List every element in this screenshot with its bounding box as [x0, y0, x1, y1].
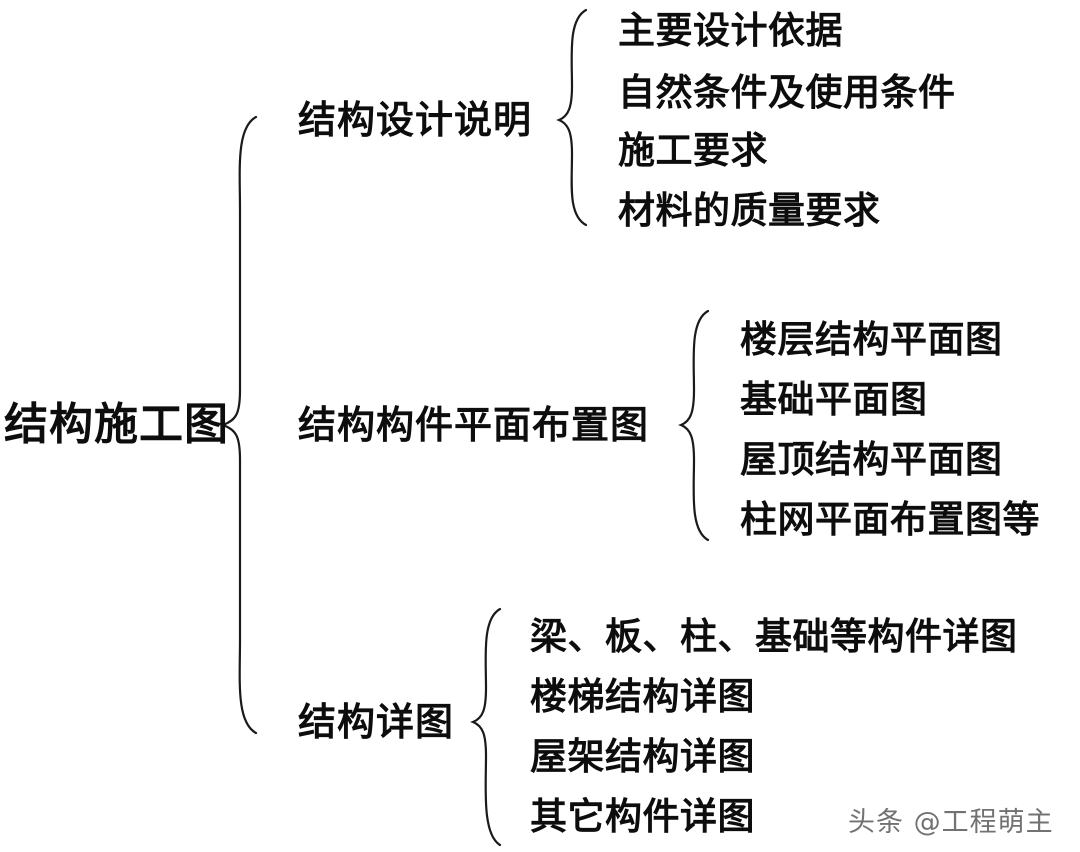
leaf-node: 其它构件详图 [530, 794, 755, 838]
leaf-node: 主要设计依据 [618, 8, 843, 52]
branch-2-brace [678, 309, 710, 542]
leaf-node: 楼梯结构详图 [530, 674, 755, 718]
leaf-node: 楼层结构平面图 [740, 317, 1003, 361]
leaf-node: 材料的质量要求 [618, 188, 881, 232]
leaf-node: 屋架结构详图 [530, 734, 755, 778]
leaf-node: 基础平面图 [740, 377, 928, 421]
root-node-label: 结构施工图 [4, 399, 229, 450]
leaf-node: 梁、板、柱、基础等构件详图 [530, 614, 1018, 658]
watermark-text: 头条 @工程萌主 [848, 807, 1054, 838]
leaf-node: 自然条件及使用条件 [618, 70, 956, 114]
leaf-node: 柱网平面布置图等 [740, 497, 1040, 541]
branch-1-brace [556, 8, 588, 227]
branch-label-structural-details: 结构详图 [298, 699, 455, 744]
branch-label-component-layout-plan: 结构构件平面布置图 [298, 402, 650, 447]
leaf-node: 屋顶结构平面图 [740, 437, 1003, 481]
branch-label-structural-design-description: 结构设计说明 [298, 97, 533, 142]
branch-3-brace [470, 607, 502, 847]
leaf-node: 施工要求 [618, 128, 768, 172]
